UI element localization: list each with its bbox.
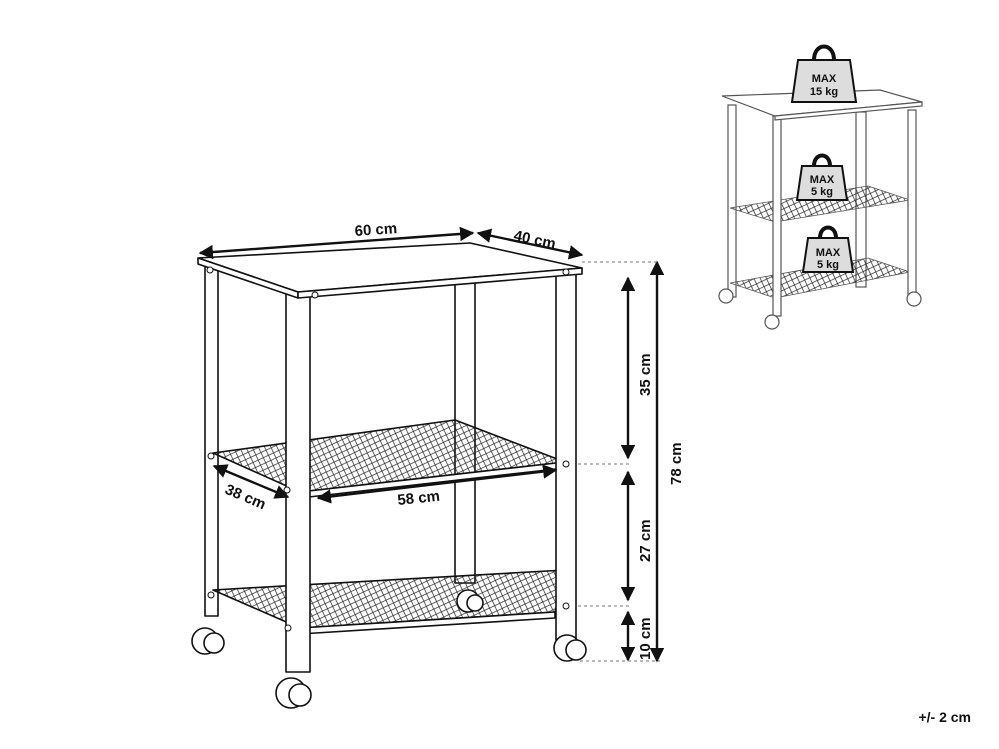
weight-line1: MAX	[810, 174, 835, 186]
back-left-leg	[204, 265, 219, 617]
shelf-width-dimension-line	[316, 464, 558, 504]
weight-icon-bottom	[801, 225, 855, 273]
depth-dimension-line	[476, 228, 584, 260]
width-label: 60 cm	[354, 220, 398, 240]
weight-line1: MAX	[816, 247, 841, 259]
screw	[283, 486, 291, 494]
table-top-front-edge	[297, 267, 583, 299]
width-dimension-line	[198, 226, 475, 260]
middle-height-label: 27 cm	[637, 519, 654, 562]
shelf-width-label: 58 cm	[397, 488, 441, 509]
caster-wheels	[191, 589, 587, 709]
weight-icon-middle	[795, 153, 849, 201]
caster-wheel-hub	[565, 639, 587, 661]
weight-icons: MAX 15 kg MAX 5 kg MAX 5 kg	[790, 44, 858, 273]
front-left-leg	[285, 289, 311, 673]
dimension-lines	[198, 226, 665, 663]
lower-height-label: 10 cm	[637, 617, 654, 660]
screw	[206, 266, 214, 274]
front-right-leg	[555, 267, 577, 641]
tolerance-note: +/- 2 cm	[918, 709, 971, 725]
screw	[207, 452, 215, 460]
caster-wheel-hub	[203, 632, 225, 654]
screw	[562, 268, 570, 276]
screw	[207, 591, 215, 599]
main-cart-drawing	[191, 242, 587, 709]
screw	[562, 460, 570, 468]
depth-label: 40 cm	[512, 227, 557, 252]
weight-line2: 5 kg	[811, 186, 833, 198]
extension-lines	[578, 261, 660, 662]
weight-line2: 5 kg	[817, 259, 839, 271]
screw	[284, 624, 292, 632]
upper-height-label: 35 cm	[637, 353, 654, 396]
load-capacity-drawing	[718, 89, 923, 330]
caster-wheel-hub	[288, 683, 312, 707]
weight-line1: MAX	[812, 73, 837, 85]
weight-icon-top	[790, 44, 858, 103]
caster-wheel-hub	[466, 594, 484, 612]
screw	[562, 602, 570, 610]
total-height-label: 78 cm	[668, 442, 685, 485]
screw	[311, 291, 319, 299]
weight-line2: 15 kg	[810, 86, 838, 98]
shelf-depth-dimension-line	[212, 464, 290, 499]
